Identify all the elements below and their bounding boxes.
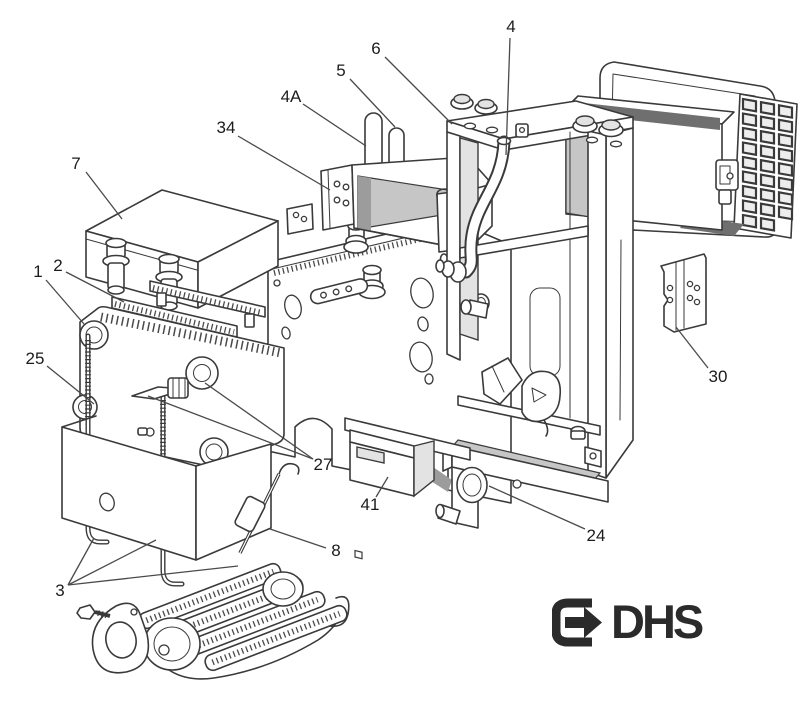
control-panel-part41 [349, 429, 435, 560]
side-bracket-part30 [621, 237, 707, 401]
leader-line-25 [46, 365, 95, 405]
leader-line-30 [675, 326, 709, 369]
dhs-logo: DHS [552, 594, 704, 650]
j-bolt-rod-part3 [160, 393, 185, 587]
callout-30: 30 [708, 367, 728, 386]
callout-1: 1 [33, 262, 43, 281]
mount-bracket-part24 [435, 466, 488, 529]
callout-41: 41 [360, 495, 380, 514]
leader-line-7 [85, 171, 123, 220]
fin-strip-part2 [111, 280, 266, 338]
leader-line-4 [505, 37, 511, 156]
leader-line-3 [67, 537, 95, 586]
callout-24: 24 [586, 526, 606, 545]
leader-line-5 [349, 78, 396, 128]
logo-mark-icon [552, 598, 602, 647]
leader-line-1 [45, 279, 85, 325]
screw [76, 604, 111, 620]
grille-grid [741, 97, 794, 232]
callout-3: 3 [55, 581, 65, 600]
leader-line-41 [375, 476, 389, 498]
callout-5: 5 [336, 61, 346, 80]
leader-lines [45, 37, 709, 586]
leader-line-6 [384, 56, 453, 125]
flexible-hose-part4 [435, 135, 512, 319]
leader-line-34 [237, 135, 331, 191]
grommet-caps [450, 93, 624, 148]
callout-25: 25 [25, 349, 45, 368]
leader-line-3 [67, 565, 239, 586]
leader-line-27 [204, 382, 314, 460]
leader-line-27 [147, 395, 314, 460]
burner-assembly [138, 562, 350, 680]
leader-line-2 [65, 271, 125, 303]
callout-4A: 4A [280, 87, 302, 106]
leader-line-3 [67, 539, 157, 586]
callout-34: 34 [216, 118, 236, 137]
sensor-probe-part27 [131, 377, 189, 400]
burner-housing-part8 [61, 415, 300, 561]
adjuster-rod [234, 462, 300, 554]
callout-7: 7 [71, 154, 81, 173]
vent-grille-assembly [565, 61, 798, 239]
callout-8: 8 [331, 541, 341, 560]
callout-4: 4 [506, 17, 516, 36]
suspension-rod-part25 [85, 333, 110, 545]
leader-line-4A [302, 103, 367, 147]
cabinet-frame-part6 [442, 93, 634, 503]
callout-2: 2 [53, 256, 63, 275]
ignition-electrode [309, 278, 369, 305]
latch-clip-detail [481, 357, 562, 437]
gasket-plate [76, 602, 150, 674]
callout-27: 27 [313, 455, 333, 474]
callout-6: 6 [371, 39, 381, 58]
leader-line-24 [488, 485, 586, 530]
logo-text: DHS [611, 595, 704, 648]
leader-line-8 [269, 528, 327, 549]
